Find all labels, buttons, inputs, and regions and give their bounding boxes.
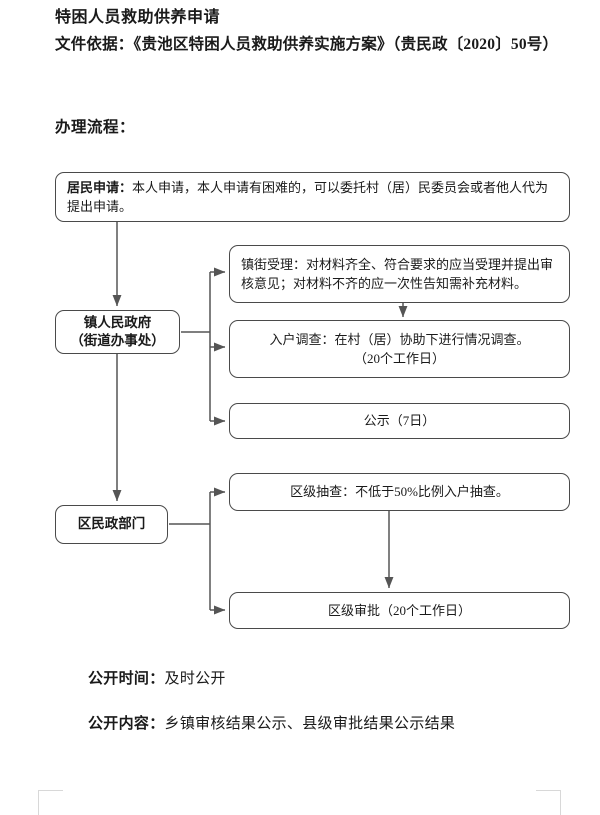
flow-node-home-visit-body: 在村（居）协助下进行情况调查。 [334, 331, 530, 347]
disclosure-time-line: 公开时间：及时公开 [88, 667, 226, 688]
flow-node-township-government-line1: 镇人民政府 [83, 314, 152, 330]
flow-node-town-acceptance-body: 对材料齐全、符合要求的应当受理并提出审核意见；对材料不齐的应一次性告知需补充材料… [241, 256, 554, 292]
flow-node-resident-application-label: 居民申请： [67, 179, 133, 195]
disclosure-content-value: 乡镇审核结果公示、县级审批结果公示结果 [164, 716, 456, 732]
disclosure-time-label: 公开时间： [88, 671, 165, 687]
flow-section-heading: 办理流程： [55, 119, 136, 136]
flow-node-district-civil-affairs-text: 区民政部门 [77, 516, 146, 532]
flow-node-district-spot-check-label: 区级抽查： [290, 484, 356, 500]
disclosure-content-label: 公开内容： [88, 716, 165, 732]
document-basis: 文件依据：《贵池区特困人员救助供养实施方案》（贵民政〔2020〕50号） [55, 36, 559, 53]
flow-node-township-government-text: 镇人民政府 （街道办事处） [56, 314, 179, 350]
flow-node-town-acceptance[interactable]: 镇街受理：对材料齐全、符合要求的应当受理并提出审核意见；对材料不齐的应一次性告知… [229, 245, 570, 303]
flow-node-township-government[interactable]: 镇人民政府 （街道办事处） [55, 310, 180, 354]
page-corner-mark-bottom-right [536, 790, 561, 815]
flow-node-district-spot-check-text: 区级抽查：不低于50%比例入户抽查。 [241, 482, 558, 502]
disclosure-content-line: 公开内容：乡镇审核结果公示、县级审批结果公示结果 [88, 712, 455, 733]
flow-node-township-government-line2: （街道办事处） [70, 333, 165, 348]
flow-node-home-visit-text: 入户调查：在村（居）协助下进行情况调查。 （20个工作日） [241, 330, 558, 369]
flow-node-resident-application-text: 居民申请：本人申请，本人申请有困难的，可以委托村（居）民委员会或者他人代为提出申… [67, 178, 558, 217]
flow-node-publicity-text: 公示（7日） [363, 413, 436, 429]
flow-node-town-acceptance-text: 镇街受理：对材料齐全、符合要求的应当受理并提出审核意见；对材料不齐的应一次性告知… [241, 255, 558, 294]
document-header: 特困人员救助供养申请 文件依据：《贵池区特困人员救助供养实施方案》（贵民政〔20… [55, 6, 575, 57]
flow-node-district-civil-affairs[interactable]: 区民政部门 [55, 505, 168, 544]
flow-node-resident-application[interactable]: 居民申请：本人申请，本人申请有困难的，可以委托村（居）民委员会或者他人代为提出申… [55, 172, 570, 222]
flow-node-home-visit-duration: （20个工作日） [353, 351, 445, 366]
disclosure-time-value: 及时公开 [164, 671, 226, 687]
flow-node-publicity[interactable]: 公示（7日） [229, 403, 570, 439]
flow-node-home-visit-label: 入户调查： [269, 331, 335, 347]
flow-node-resident-application-body: 本人申请，本人申请有困难的，可以委托村（居）民委员会或者他人代为提出申请。 [67, 179, 549, 215]
flow-node-district-spot-check-body: 不低于50%比例入户抽查。 [355, 484, 509, 500]
page-title: 特困人员救助供养申请 [55, 9, 221, 26]
page-corner-mark-bottom-left [38, 790, 63, 815]
flow-node-town-acceptance-label: 镇街受理： [241, 256, 307, 272]
flow-node-district-spot-check[interactable]: 区级抽查：不低于50%比例入户抽查。 [229, 473, 570, 511]
flow-node-district-approval-text: 区级审批（20个工作日） [327, 602, 471, 618]
flow-node-district-approval[interactable]: 区级审批（20个工作日） [229, 592, 570, 629]
flow-node-home-visit[interactable]: 入户调查：在村（居）协助下进行情况调查。 （20个工作日） [229, 320, 570, 378]
